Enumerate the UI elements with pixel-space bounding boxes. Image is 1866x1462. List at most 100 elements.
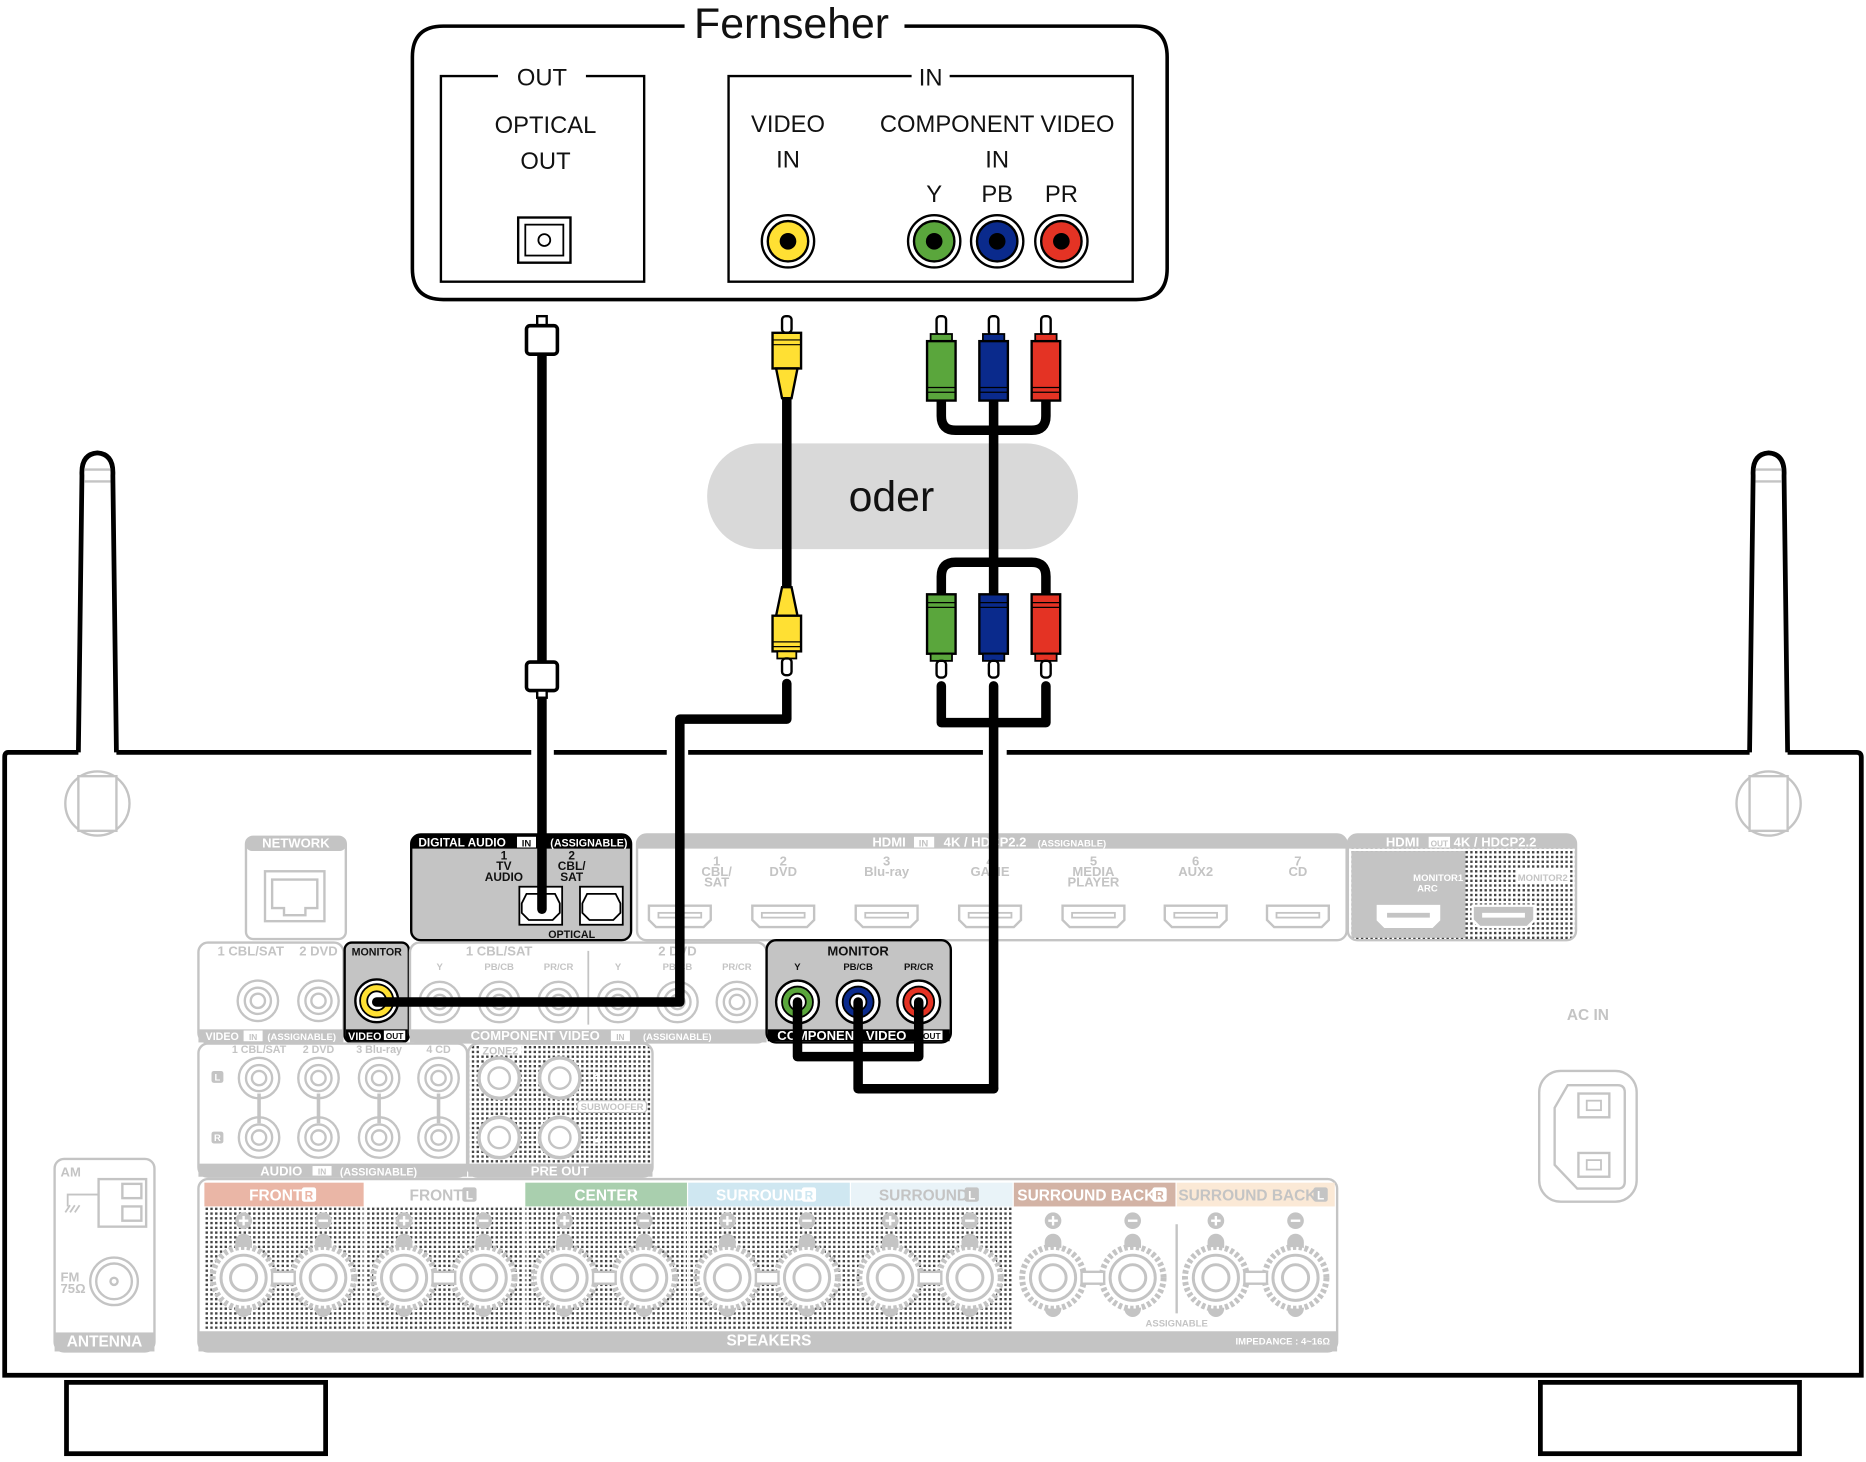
audio-in-label: 4 CD: [426, 1044, 451, 1056]
antenna-right-icon: [1735, 450, 1802, 837]
speaker-channel-label: SURROUND: [716, 1188, 805, 1205]
component-plug-bottom-pr-icon: [1030, 593, 1062, 679]
fm-jack-icon[interactable]: [89, 1256, 140, 1307]
audio-in-jack-icon[interactable]: [417, 1116, 460, 1159]
digital-audio-assignable: (ASSIGNABLE): [550, 837, 628, 849]
tv-optical-label-1: OPTICAL: [495, 112, 597, 139]
video-in-2-jack-icon[interactable]: [297, 979, 340, 1023]
monitor2-label: MONITOR2: [1518, 873, 1568, 884]
impedance-label: IMPEDANCE : 4~16Ω: [1236, 1336, 1331, 1347]
audio-in-jack-icon[interactable]: [417, 1056, 460, 1100]
speaker-terminal-minus-icon[interactable]: [1098, 1212, 1167, 1317]
tv-component-label-1: COMPONENT VIDEO: [880, 111, 1115, 138]
component-in-assignable: (ASSIGNABLE): [643, 1032, 712, 1043]
component-plug-bottom-pb-icon: [978, 593, 1010, 679]
fm-impedance-label: 75Ω: [61, 1281, 86, 1296]
audio-in-jack-icon[interactable]: [357, 1056, 401, 1100]
video-in-1-jack-icon[interactable]: [236, 979, 280, 1023]
hdmi-out-badge: OUT: [1431, 838, 1449, 848]
speaker-terminal-plus-icon[interactable]: [693, 1212, 762, 1317]
optical-in-1-label: TV: [496, 859, 511, 873]
monitor1-label: MONITOR1: [1413, 873, 1464, 884]
component-plug-bottom-y-icon: [925, 593, 957, 679]
audio-in-jack-icon[interactable]: [297, 1056, 340, 1100]
hdmi-out-monitor1-port-icon[interactable]: [1376, 904, 1441, 929]
hdmi-in-label: Blu-ray: [864, 864, 910, 879]
component-out-y-label: Y: [794, 962, 801, 973]
receiver-chassis: [2, 450, 1864, 1457]
speaker-terminal-plus-icon[interactable]: [530, 1212, 599, 1317]
hdmi-port-icon[interactable]: [1265, 904, 1330, 929]
component-in-group-1: 1 CBL/SAT: [466, 944, 533, 959]
speaker-terminal-minus-icon[interactable]: [773, 1212, 841, 1317]
audio-in-jack-icon[interactable]: [237, 1116, 281, 1159]
audio-in-jack-icon[interactable]: [237, 1056, 281, 1100]
antenna-left-icon: [64, 450, 131, 837]
hdmi-port-icon[interactable]: [1061, 904, 1126, 929]
tv-component-pb-jack-icon: [969, 213, 1025, 269]
optical-in-2-port-icon[interactable]: [579, 885, 624, 926]
optical-plug-bottom-icon: [524, 660, 560, 699]
speaker-terminal-plus-icon[interactable]: [370, 1212, 438, 1317]
speaker-terminal-plus-icon[interactable]: [209, 1212, 278, 1317]
component-plug-top-pb-icon: [978, 314, 1010, 402]
tv-component-pr-jack-icon: [1034, 213, 1089, 269]
speaker-terminal-plus-icon[interactable]: [1182, 1212, 1250, 1317]
video-out-panel: MONITOR VIDEO OUT: [343, 941, 411, 1044]
hdmi-port-icon[interactable]: [751, 904, 816, 929]
tv-optical-port-icon: [516, 216, 572, 264]
tv-panel: Fernseher OUT OPTICAL OUT IN VIDEO IN CO…: [410, 0, 1169, 302]
zone2-l-jack-icon[interactable]: [477, 1056, 522, 1101]
hdmi-in-port-7[interactable]: 7CD: [1265, 853, 1330, 929]
hdmi-in-label: PLAYER: [1068, 875, 1120, 890]
am-terminal-icon[interactable]: [64, 1177, 148, 1228]
component-out-pr-label: PR/CR: [904, 962, 934, 973]
network-port-panel: NETWORK: [244, 835, 348, 941]
tv-channel-pr: PR: [1045, 181, 1078, 208]
hdmi-out-monitor2-port-icon[interactable]: [1471, 904, 1536, 929]
assignable-label: ASSIGNABLE: [1146, 1318, 1208, 1329]
component-out-title: MONITOR: [827, 944, 889, 959]
component-plug-top-pr-icon: [1030, 314, 1062, 402]
component-in-channel-label: Y: [437, 962, 444, 973]
audio-in-row-r: R: [214, 1133, 221, 1144]
ac-in-panel: AC IN: [1538, 1007, 1638, 1203]
hdmi-in-label: CBL/: [701, 864, 732, 879]
video-out-badge: OUT: [386, 1031, 404, 1041]
ac-in-label: AC IN: [1567, 1007, 1609, 1024]
speaker-terminal-minus-icon[interactable]: [610, 1212, 679, 1317]
subwoofer-2-jack-icon[interactable]: [537, 1115, 582, 1160]
foot-left: [64, 1379, 328, 1457]
hdmi-out-title: HDMI: [1386, 834, 1419, 849]
or-separator: oder: [707, 443, 1079, 550]
audio-in-jack-icon[interactable]: [297, 1116, 340, 1159]
am-label: AM: [61, 1165, 81, 1180]
speaker-terminal-minus-icon[interactable]: [449, 1212, 518, 1317]
video-in-1-label: 1 CBL/SAT: [217, 944, 284, 959]
ac-inlet-icon[interactable]: [1538, 1069, 1638, 1203]
hdmi-out-panel: HDMI OUT 4K / HDCP2.2 MONITOR1 ARC MONIT…: [1346, 833, 1578, 942]
component-in-jack-icon[interactable]: [715, 980, 759, 1024]
subwoofer-1-jack-icon[interactable]: [537, 1056, 582, 1101]
hdmi-port-icon[interactable]: [854, 904, 919, 929]
pre-out-panel: ZONE2 1 2 SUBWOOFER PRE OUT: [467, 1042, 654, 1179]
hdmi-port-icon[interactable]: [1163, 904, 1228, 929]
speaker-terminal-plus-icon[interactable]: [1019, 1212, 1087, 1317]
component-out-pb-label: PB/CB: [843, 962, 873, 973]
tv-video-in-label-2: IN: [776, 147, 800, 174]
digital-audio-in-badge: IN: [522, 838, 532, 849]
tv-channel-y: Y: [926, 181, 942, 208]
zone2-r-jack-icon[interactable]: [477, 1115, 522, 1160]
speaker-terminal-minus-icon[interactable]: [1261, 1212, 1330, 1317]
tv-component-y-jack-icon: [906, 213, 962, 269]
audio-in-jack-icon[interactable]: [357, 1116, 401, 1159]
or-label: oder: [849, 473, 935, 521]
video-out-title: MONITOR: [352, 947, 403, 959]
